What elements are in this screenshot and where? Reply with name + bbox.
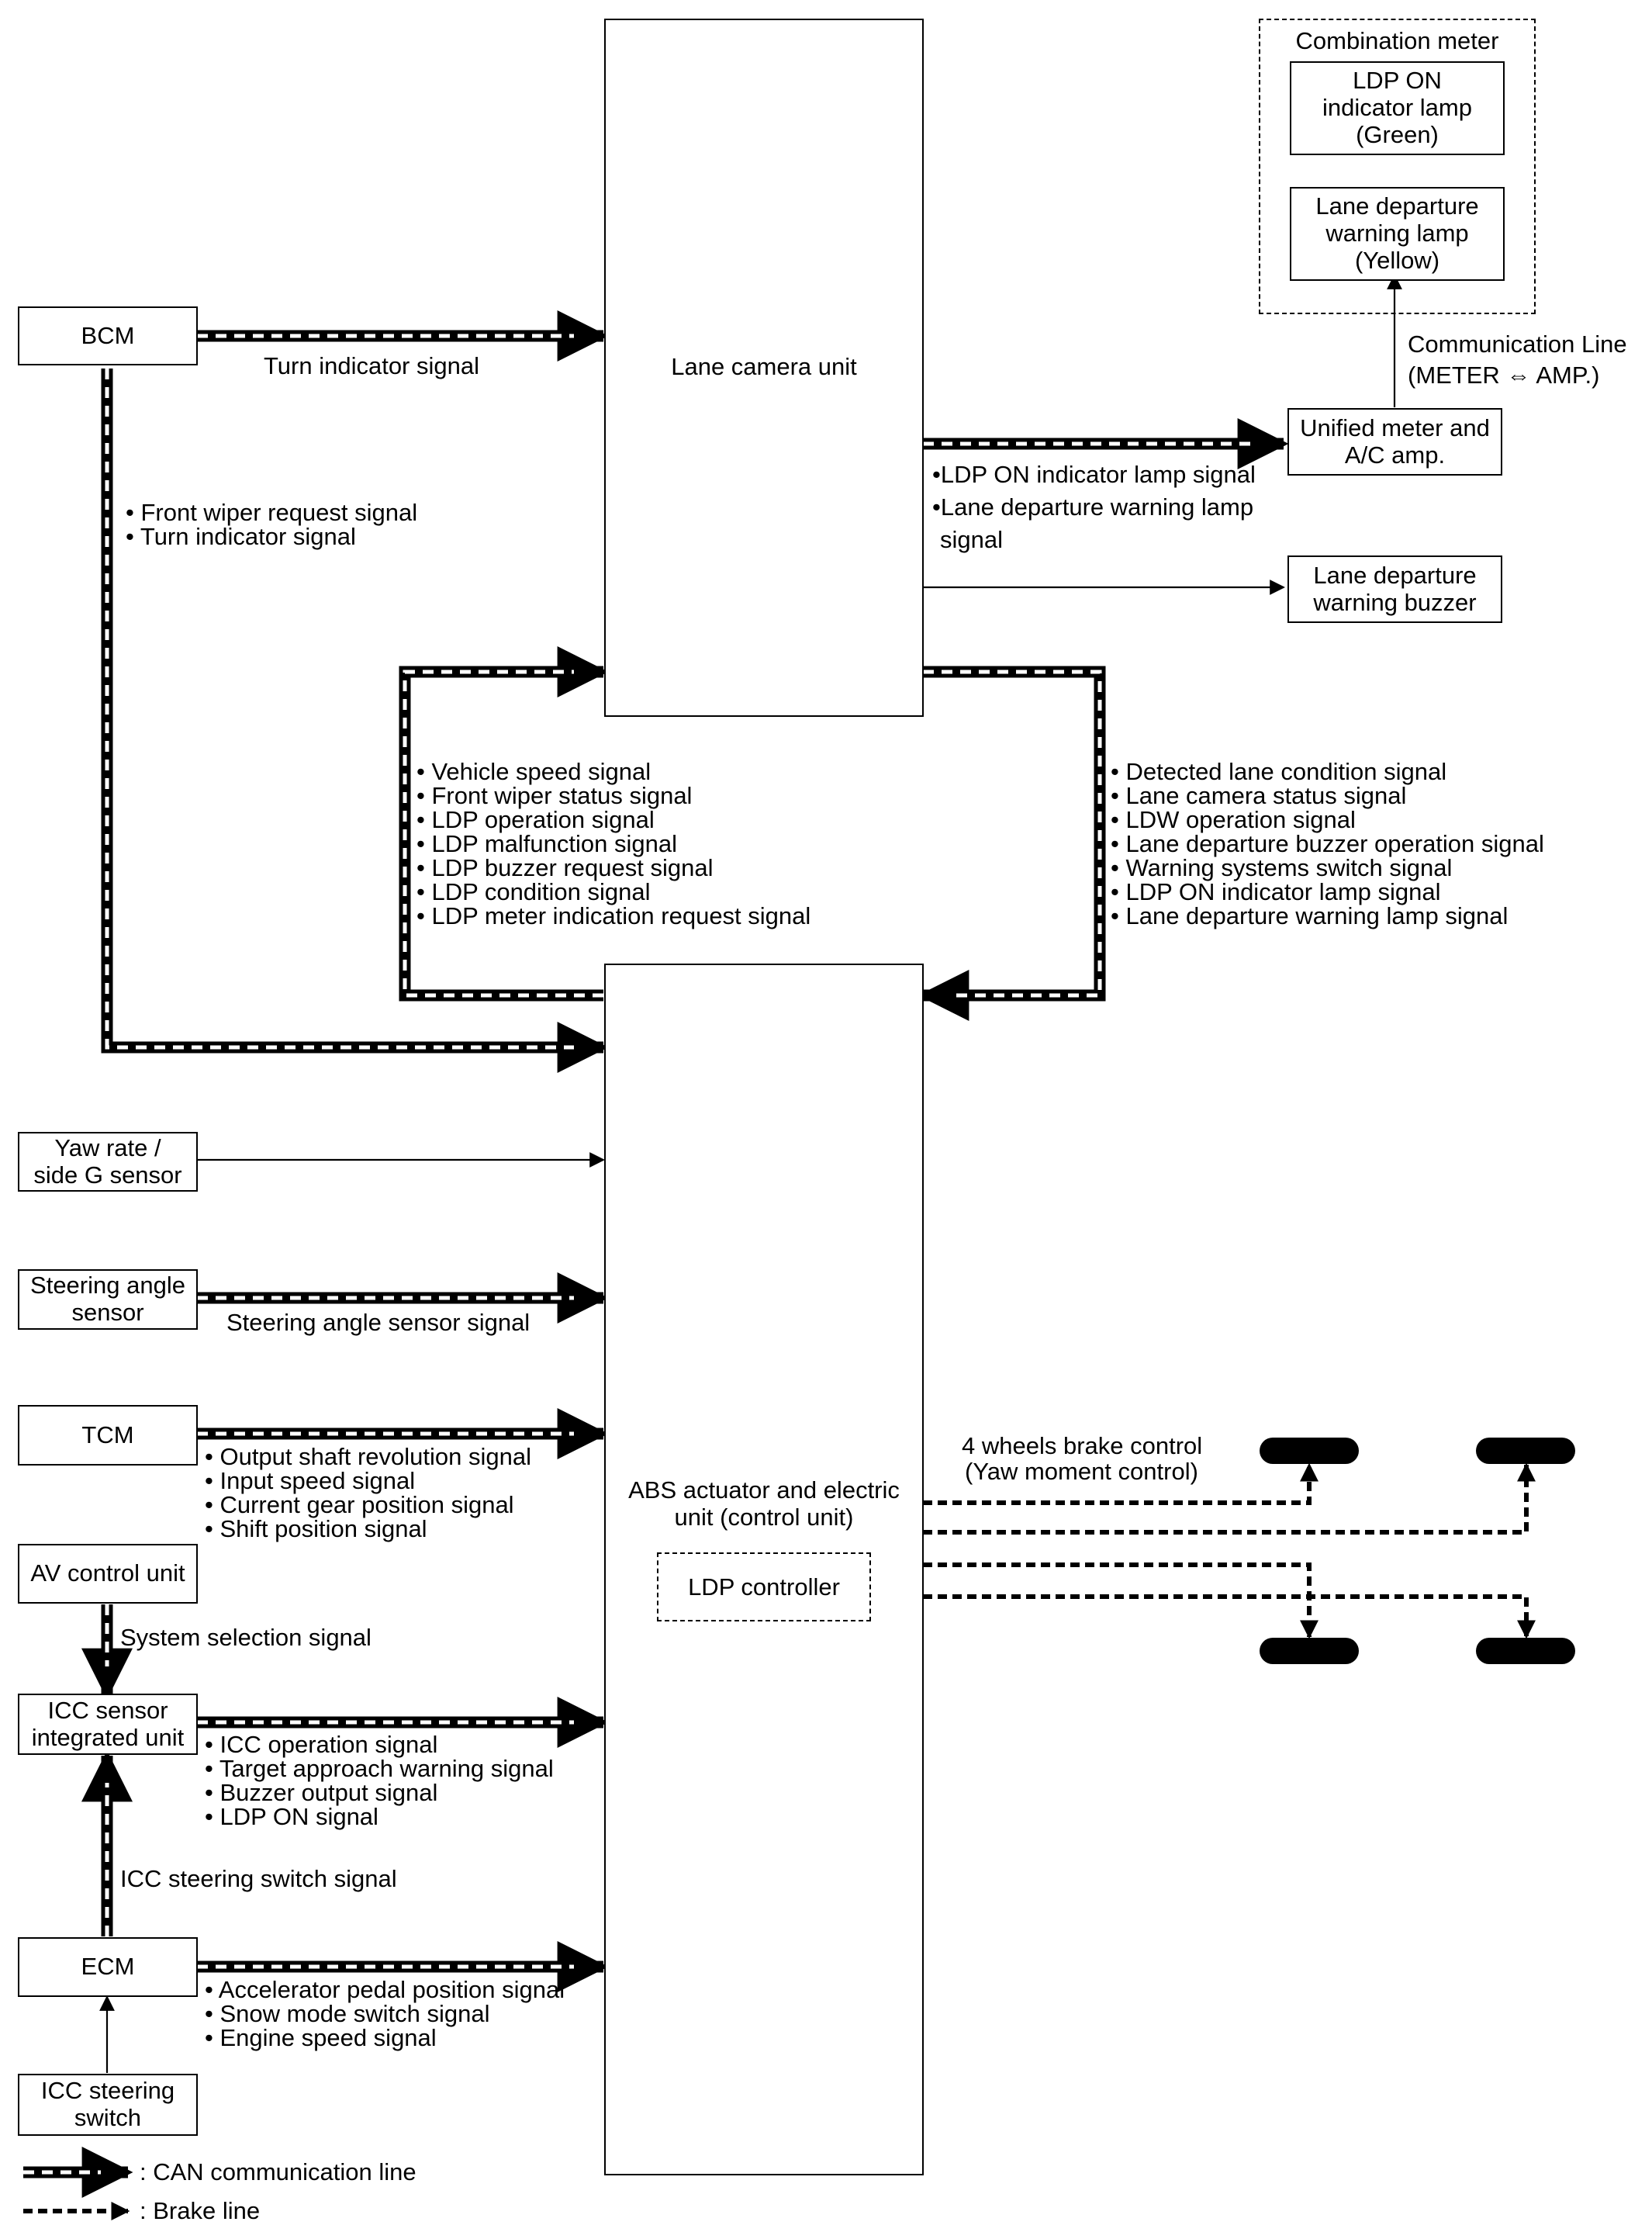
abs-to-camera-signal-list: Vehicle speed signalFront wiper status s… — [416, 760, 810, 928]
can-line-bcm-to-abs — [101, 369, 609, 1074]
icc-sensor-integrated-unit-box: ICC sensor integrated unit — [18, 1694, 198, 1755]
signal-item: Current gear position signal — [205, 1493, 531, 1517]
lane-departure-warning-lamp-box: Lane departure warning lamp (Yellow) — [1290, 187, 1505, 281]
signal-item: Lane camera status signal — [1111, 784, 1544, 808]
icc-signal-list: ICC operation signalTarget approach warn… — [205, 1732, 554, 1829]
brake-line-rear-right — [923, 1594, 1536, 1639]
legend-can-label: : CAN communication line — [140, 2158, 416, 2185]
wheel-rear-left — [1260, 1638, 1359, 1664]
signal-item: LDP condition signal — [416, 880, 810, 904]
ecm-box: ECM — [18, 1937, 198, 1997]
signal-item: Target approach warning signal — [205, 1756, 554, 1780]
ldp-on-indicator-lamp-box: LDP ON indicator lamp (Green) — [1290, 61, 1505, 155]
tcm-box: TCM — [18, 1405, 198, 1466]
combination-meter-title: Combination meter — [1295, 27, 1499, 54]
signal-item: LDP operation signal — [416, 808, 810, 832]
signal-item: LDP buzzer request signal — [416, 856, 810, 880]
camera-to-abs-signal-list: Detected lane condition signalLane camer… — [1111, 760, 1544, 928]
signal-item: Buzzer output signal — [205, 1780, 554, 1805]
signal-item: LDP ON signal — [205, 1805, 554, 1829]
lane-camera-unit-box: Lane camera unit — [604, 19, 924, 717]
brake-line-rear-left — [923, 1562, 1318, 1639]
signal-item: Warning systems switch signal — [1111, 856, 1544, 880]
wheel-front-left — [1260, 1438, 1359, 1464]
signal-item: LDP malfunction signal — [416, 832, 810, 856]
av-control-unit-box: AV control unit — [18, 1544, 198, 1604]
signal-item: signal — [940, 526, 1003, 553]
legend-brake-label: : Brake line — [140, 2197, 261, 2224]
signal-item: Snow mode switch signal — [205, 2002, 565, 2026]
signal-item: Output shaft revolution signal — [205, 1445, 531, 1469]
icc-steering-switch-box: ICC steering switch — [18, 2074, 198, 2136]
signal-item: Front wiper status signal — [416, 784, 810, 808]
signal-item: Lane departure buzzer operation signal — [1111, 832, 1543, 856]
signal-item: Turn indicator signal — [126, 524, 417, 549]
signal-item: Input speed signal — [205, 1469, 531, 1493]
steering-angle-sensor-signal-label: Steering angle sensor signal — [226, 1309, 531, 1336]
camera-to-meter-signal-list: LDP ON indicator lamp signalLane departu… — [932, 459, 1256, 556]
signal-item: LDP meter indication request signal — [416, 904, 810, 928]
signal-item: Detected lane condition signal — [1111, 760, 1544, 784]
signal-item: Lane departure warning lamp signal — [1111, 904, 1544, 928]
wheel-rear-right — [1476, 1638, 1575, 1664]
tcm-signal-list: Output shaft revolution signalInput spee… — [205, 1445, 531, 1541]
signal-item: LDW operation signal — [1111, 808, 1544, 832]
can-line-abs-to-camera — [399, 645, 609, 1002]
signal-item: Accelerator pedal position signal — [205, 1978, 565, 2002]
signal-item: LDP ON indicator lamp signal — [932, 459, 1256, 491]
signal-item: Lane departure warning lamp — [932, 491, 1256, 524]
unified-meter-box: Unified meter and A/C amp. — [1287, 408, 1502, 476]
bcm-box: BCM — [18, 306, 198, 365]
signal-item: Vehicle speed signal — [416, 760, 810, 784]
brake-line-front-left — [923, 1462, 1318, 1505]
signal-item: Front wiper request signal — [126, 500, 417, 524]
ldp-controller-box: LDP controller — [657, 1552, 871, 1621]
can-line-camera-to-abs — [918, 666, 1106, 1022]
yaw-moment-control-label: (Yaw moment control) — [965, 1458, 1198, 1485]
ecm-signal-list: Accelerator pedal position signalSnow mo… — [205, 1978, 565, 2050]
wheel-front-right — [1476, 1438, 1575, 1464]
system-selection-signal-label: System selection signal — [120, 1624, 372, 1651]
signal-item: ICC operation signal — [205, 1732, 554, 1756]
steering-angle-sensor-box: Steering angle sensor — [18, 1269, 198, 1330]
brake-control-label: 4 wheels brake control — [962, 1432, 1203, 1459]
icc-steering-switch-signal-label: ICC steering switch signal — [120, 1865, 397, 1892]
signal-item: Shift position signal — [205, 1517, 531, 1541]
signal-item: Engine speed signal — [205, 2026, 565, 2050]
brake-line-front-right — [923, 1462, 1536, 1535]
bcm-signal-list: Front wiper request signalTurn indicator… — [126, 500, 417, 549]
turn-indicator-signal-label: Turn indicator signal — [264, 352, 479, 379]
communication-line-label: Communication Line — [1408, 330, 1627, 358]
signal-item: LDP ON indicator lamp signal — [1111, 880, 1544, 904]
yaw-rate-side-g-sensor-box: Yaw rate / side G sensor — [18, 1132, 198, 1192]
communication-line-meter-amp-label: (METER ⇔ AMP.) — [1408, 362, 1600, 389]
combination-meter-group — [1259, 19, 1536, 314]
lane-departure-warning-buzzer-box: Lane departure warning buzzer — [1287, 555, 1502, 623]
